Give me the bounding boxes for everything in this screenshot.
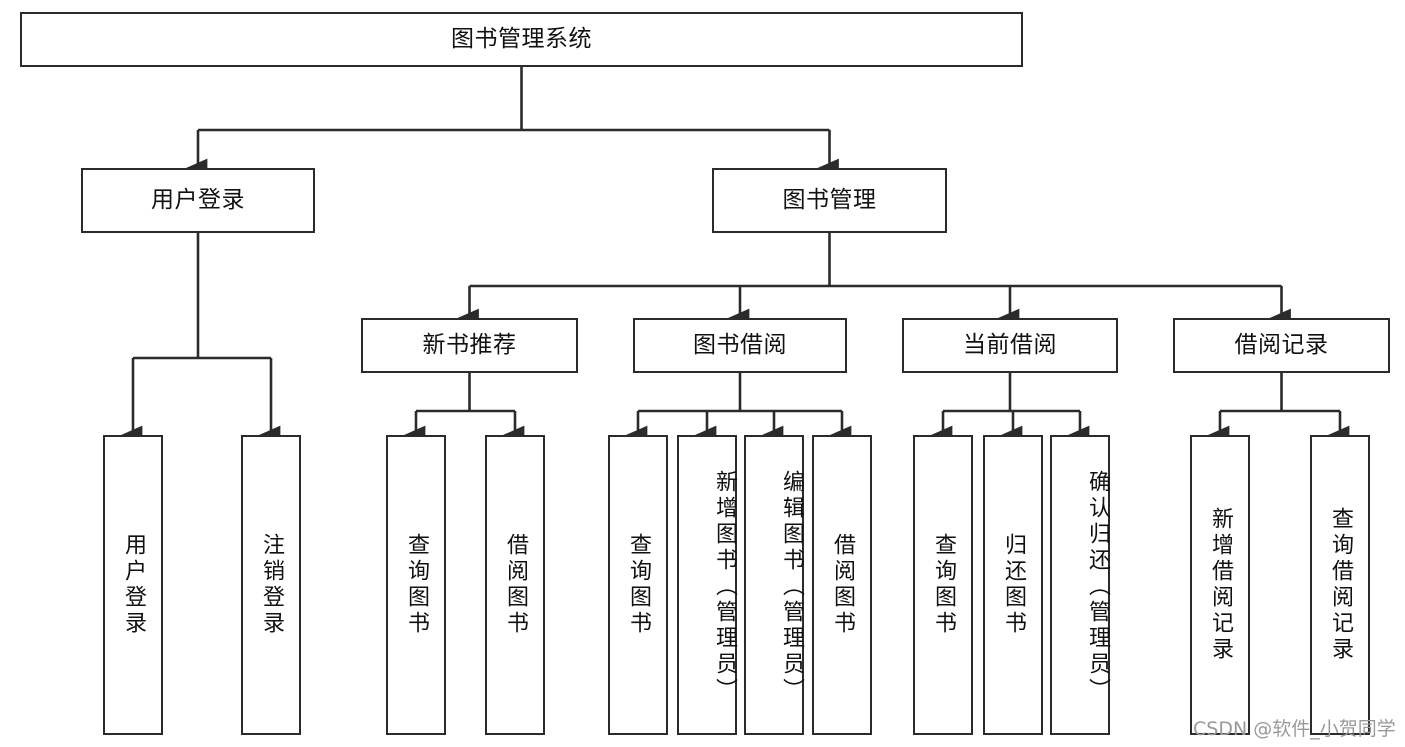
- node-book-borrow[interactable]: 图书借阅: [633, 318, 847, 373]
- leaf-query-borrow-record[interactable]: 查询借阅记录: [1310, 435, 1370, 735]
- leaf-edit-book-admin[interactable]: 编辑图书（管理员）: [744, 435, 804, 735]
- watermark-credit: CSDN @软件_小贺同学: [1193, 718, 1396, 740]
- leaf-query-book-current[interactable]: 查询图书: [913, 435, 973, 735]
- node-borrow-record[interactable]: 借阅记录: [1173, 318, 1390, 373]
- node-user-login[interactable]: 用户登录: [81, 168, 315, 233]
- node-root[interactable]: 图书管理系统: [20, 12, 1023, 67]
- leaf-borrow-book[interactable]: 借阅图书: [812, 435, 872, 735]
- node-book-management[interactable]: 图书管理: [712, 168, 947, 233]
- leaf-query-book-recommend[interactable]: 查询图书: [386, 435, 446, 735]
- leaf-query-book[interactable]: 查询图书: [608, 435, 668, 735]
- leaf-user-login[interactable]: 用户登录: [103, 435, 163, 735]
- leaf-add-book-admin[interactable]: 新增图书（管理员）: [677, 435, 737, 735]
- leaf-borrow-book-recommend[interactable]: 借阅图书: [485, 435, 545, 735]
- node-new-book-recommend[interactable]: 新书推荐: [361, 318, 578, 373]
- leaf-add-borrow-record[interactable]: 新增借阅记录: [1190, 435, 1250, 735]
- leaf-return-book[interactable]: 归还图书: [983, 435, 1043, 735]
- node-current-borrow[interactable]: 当前借阅: [902, 318, 1118, 373]
- leaf-confirm-return-admin[interactable]: 确认归还（管理员）: [1050, 435, 1110, 735]
- leaf-user-logout[interactable]: 注销登录: [241, 435, 301, 735]
